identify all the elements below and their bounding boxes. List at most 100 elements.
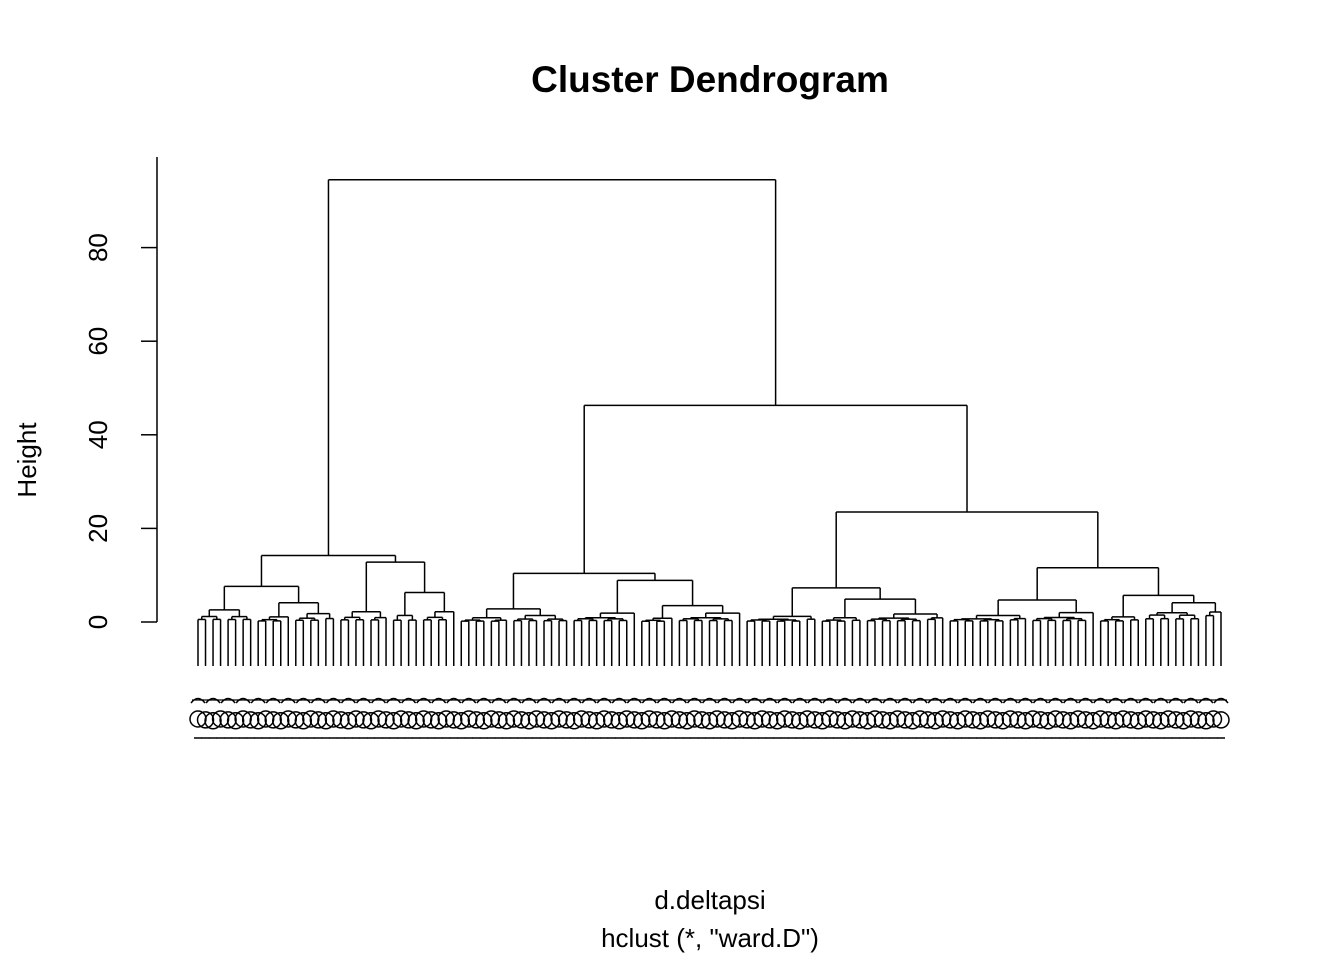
leaf-label-glyph xyxy=(377,711,395,729)
leaf-label-glyph xyxy=(1084,712,1102,730)
leaf-label-glyph xyxy=(310,697,326,704)
leaf-label-glyph xyxy=(551,697,567,704)
leaf-label-glyph xyxy=(1054,711,1072,729)
leaf-label-glyph xyxy=(867,697,883,704)
leaf-label-glyph xyxy=(332,711,350,729)
leaf-label-glyph xyxy=(565,712,583,730)
leaf-label-glyph xyxy=(762,697,778,704)
leaf-label-glyph xyxy=(700,712,719,730)
leaf-label-glyph xyxy=(964,711,982,729)
leaf-label-glyph xyxy=(686,697,703,704)
leaf-label-glyph xyxy=(852,697,868,704)
leaf-label-glyph xyxy=(1189,711,1208,729)
leaf-label-glyph xyxy=(385,697,402,704)
leaf-label-glyph xyxy=(783,711,801,729)
leaf-label-glyph xyxy=(1078,697,1094,704)
leaf-label-glyph xyxy=(912,697,928,704)
leaf-label-glyph xyxy=(948,712,967,730)
leaf-label-glyph xyxy=(1031,711,1050,729)
leaf-label-glyph xyxy=(355,697,372,704)
leaf-label-glyph xyxy=(1212,711,1230,729)
leaf-label-glyph xyxy=(1032,697,1049,704)
leaf-label-glyph xyxy=(475,712,493,730)
leaf-label-glyph xyxy=(1099,711,1117,729)
dendrogram-tree xyxy=(197,178,1222,666)
leaf-label-glyph xyxy=(678,712,696,730)
leaf-label-glyph xyxy=(822,697,838,704)
leaf-label-glyph xyxy=(1129,712,1148,730)
leaf-label-glyph xyxy=(626,697,642,704)
leaf-labels xyxy=(189,697,1230,739)
leaf-label-glyph xyxy=(422,711,440,729)
leaf-label-glyph xyxy=(325,697,341,704)
leaf-label-glyph xyxy=(580,711,598,729)
leaf-label-glyph xyxy=(401,697,417,704)
leaf-label-glyph xyxy=(497,712,516,730)
leaf-label-glyph xyxy=(858,712,877,730)
leaf-label-glyph xyxy=(897,697,913,704)
leaf-label-glyph xyxy=(1047,697,1064,704)
leaf-label-glyph xyxy=(467,711,486,729)
leaf-label-glyph xyxy=(1062,697,1079,704)
leaf-label-glyph xyxy=(452,712,471,730)
leaf-label-glyph xyxy=(610,712,628,730)
leaf-label-glyph xyxy=(716,697,733,704)
leaf-label-glyph xyxy=(656,697,672,704)
leaf-label-glyph xyxy=(461,697,477,704)
leaf-label-glyph xyxy=(972,697,988,704)
leaf-label-glyph xyxy=(1108,697,1124,704)
leaf-label-glyph xyxy=(745,712,764,730)
leaf-label-glyph xyxy=(271,712,290,730)
leaf-label-glyph xyxy=(641,697,657,704)
leaf-label-glyph xyxy=(287,711,305,729)
leaf-label-glyph xyxy=(542,712,561,730)
leaf-label-glyph xyxy=(506,697,522,704)
leaf-label-glyph xyxy=(903,712,922,730)
leaf-label-glyph xyxy=(941,711,959,729)
leaf-label-glyph xyxy=(264,711,282,729)
leaf-label-glyph xyxy=(1167,711,1185,729)
leaf-label-glyph xyxy=(235,697,251,704)
leaf-label-glyph xyxy=(512,711,531,729)
leaf-label-glyph xyxy=(429,712,448,730)
leaf-label-glyph xyxy=(587,712,606,730)
leaf-label-glyph xyxy=(851,711,869,729)
leaf-label-glyph xyxy=(731,697,748,704)
leaf-label-glyph xyxy=(416,697,432,704)
leaf-label-glyph xyxy=(295,697,311,704)
leaf-label-glyph xyxy=(1197,712,1215,730)
leaf-label-glyph xyxy=(566,697,582,704)
leaf-label-glyph xyxy=(957,697,973,704)
leaf-label-glyph xyxy=(407,712,425,730)
leaf-label-glyph xyxy=(882,697,898,704)
leaf-label-glyph xyxy=(476,697,492,704)
leaf-label-glyph xyxy=(611,697,627,704)
leaf-label-glyph xyxy=(1017,697,1034,704)
leaf-label-glyph xyxy=(918,711,937,729)
leaf-label-glyph xyxy=(445,711,463,729)
leaf-label-glyph xyxy=(715,711,734,729)
leaf-label-glyph xyxy=(655,712,674,730)
leaf-label-glyph xyxy=(317,712,335,730)
leaf-label-glyph xyxy=(1138,697,1154,704)
y-tick-label: 0 xyxy=(83,615,113,629)
leaf-label-glyph xyxy=(837,697,853,704)
leaf-label-glyph xyxy=(836,712,854,730)
leaf-label-glyph xyxy=(340,697,357,704)
leaf-label-glyph xyxy=(520,712,538,730)
leaf-label-glyph xyxy=(294,712,313,730)
leaf-label-glyph xyxy=(1009,711,1027,729)
leaf-label-glyph xyxy=(760,711,779,729)
leaf-label-glyph xyxy=(354,711,373,729)
leaf-label-glyph xyxy=(521,697,537,704)
leaf-label-glyph xyxy=(205,697,221,704)
leaf-label-glyph xyxy=(1039,712,1057,730)
leaf-label-glyph xyxy=(280,697,296,704)
leaf-label-glyph xyxy=(536,697,552,704)
leaf-label-glyph xyxy=(204,712,222,730)
leaf-label-glyph xyxy=(873,711,892,729)
leaf-label-glyph xyxy=(777,697,793,704)
leaf-label-glyph xyxy=(671,697,688,704)
